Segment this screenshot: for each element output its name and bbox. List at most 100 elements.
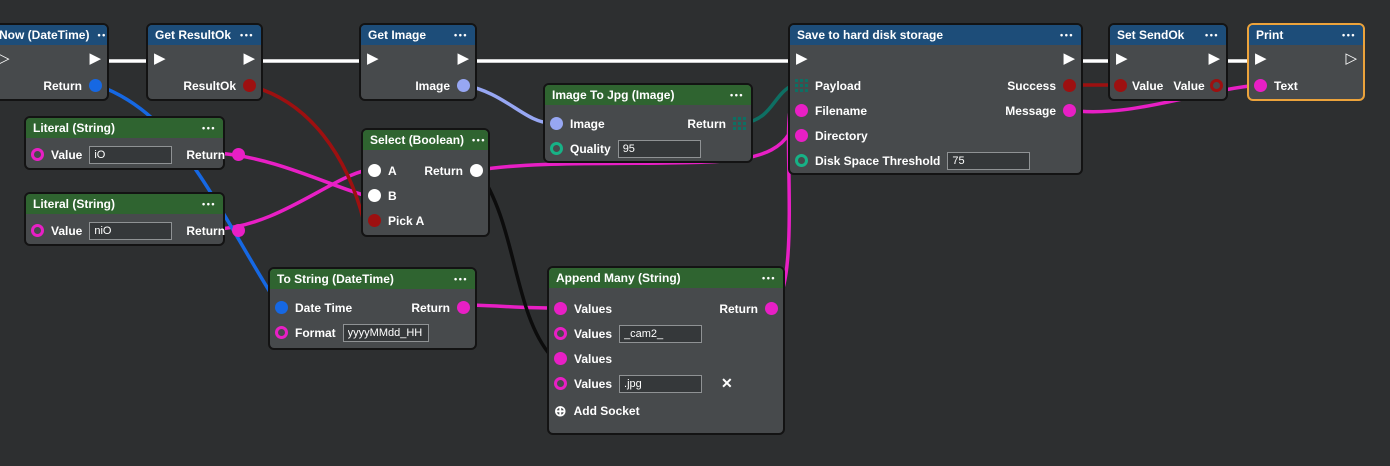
- node-menu-icon[interactable]: •••: [762, 273, 776, 283]
- input-label: Image: [570, 116, 605, 131]
- exec-out-pin[interactable]: ▶: [1208, 50, 1220, 67]
- add-socket-label[interactable]: Add Socket: [573, 404, 640, 418]
- node-menu-icon[interactable]: •••: [202, 199, 216, 209]
- node-literal-string-2[interactable]: Literal (String) ••• Value Return: [24, 192, 246, 246]
- output-socket-return-string[interactable]: [765, 302, 778, 315]
- output-label: Return: [43, 78, 82, 93]
- output-label: Value: [1173, 78, 1205, 93]
- wire-string-save-message-print-text[interactable]: [1066, 83, 1261, 114]
- input-socket-datetime[interactable]: [275, 301, 288, 314]
- node-menu-icon[interactable]: •••: [1060, 30, 1074, 40]
- node-get-image[interactable]: Get Image ••• ▶ ▶ Image: [359, 23, 477, 101]
- node-menu-icon[interactable]: •••: [454, 30, 468, 40]
- add-socket-icon[interactable]: ⊕: [554, 403, 567, 420]
- output-label: Return: [687, 116, 726, 131]
- exec-in-pin[interactable]: ▶: [154, 50, 166, 67]
- input-label: Filename: [815, 103, 868, 118]
- literal-value-field[interactable]: [89, 145, 173, 164]
- input-socket-quality-number[interactable]: [550, 142, 563, 155]
- node-menu-icon[interactable]: •••: [730, 90, 744, 100]
- wire-string-tostring-appendmany-values1[interactable]: [467, 303, 554, 310]
- values-4-field[interactable]: [619, 374, 703, 393]
- exec-in-pin[interactable]: ▶: [1255, 50, 1267, 67]
- exec-out-pin[interactable]: ▶: [89, 50, 101, 67]
- input-socket-value-boolean[interactable]: [1114, 79, 1127, 92]
- output-socket-image[interactable]: [457, 79, 470, 92]
- exec-in-pin[interactable]: ▶: [1116, 50, 1128, 67]
- literal-value-field[interactable]: [89, 221, 173, 240]
- input-socket-values-4-string[interactable]: [554, 377, 567, 390]
- wire-boolean-getresultok-select-picka[interactable]: [245, 83, 366, 224]
- input-label: Text: [1274, 78, 1298, 93]
- input-socket-pick-a-boolean[interactable]: [368, 214, 381, 227]
- exec-out-pin[interactable]: ▶: [1063, 50, 1075, 67]
- delete-socket-icon[interactable]: ✕: [721, 375, 733, 391]
- input-socket-text-string[interactable]: [1254, 79, 1267, 92]
- input-socket-values-3-string[interactable]: [554, 352, 567, 365]
- input-socket-payload-bytes-grid-icon[interactable]: [795, 79, 808, 92]
- exec-in-pin[interactable]: ▶: [796, 50, 808, 67]
- output-socket-return-string[interactable]: [457, 301, 470, 314]
- input-socket-b[interactable]: [368, 189, 381, 202]
- output-socket-resultok-boolean[interactable]: [243, 79, 256, 92]
- wire-black-select-appendmany-values3[interactable]: [476, 168, 553, 358]
- output-socket-return-datetime[interactable]: [89, 79, 102, 92]
- input-label: Values: [574, 301, 613, 316]
- node-image-to-jpg[interactable]: Image To Jpg (Image) ••• Image Return Qu…: [543, 83, 753, 163]
- node-menu-icon[interactable]: •••: [240, 30, 254, 40]
- node-save-to-hard-disk-storage[interactable]: Save to hard disk storage ••• ▶ ▶ Payloa…: [788, 23, 1083, 175]
- node-select-boolean[interactable]: Select (Boolean) ••• A Return B Pick A: [361, 128, 490, 237]
- node-append-many-string[interactable]: Append Many (String) ••• Values Return V…: [547, 266, 785, 435]
- node-menu-icon[interactable]: •••: [454, 274, 468, 284]
- node-menu-icon[interactable]: •••: [1342, 30, 1356, 40]
- output-socket-return-bytes-grid-icon[interactable]: [733, 117, 746, 130]
- format-field[interactable]: [342, 323, 429, 342]
- exec-out-pin[interactable]: ▶: [243, 50, 255, 67]
- input-socket-values-2-string[interactable]: [554, 327, 567, 340]
- quality-field[interactable]: [617, 139, 701, 158]
- input-label: Format: [295, 325, 336, 340]
- node-menu-icon[interactable]: •••: [202, 123, 216, 133]
- input-label: A: [388, 163, 397, 178]
- input-socket-value-string[interactable]: [31, 148, 44, 161]
- output-socket-success-boolean[interactable]: [1063, 79, 1076, 92]
- input-socket-disk-space-threshold-number[interactable]: [795, 154, 808, 167]
- output-socket-return-string[interactable]: [232, 148, 246, 161]
- input-label: Value: [51, 147, 83, 162]
- input-socket-filename-string[interactable]: [795, 104, 808, 117]
- node-get-resultok[interactable]: Get ResultOk ••• ▶ ▶ ResultOk: [146, 23, 263, 101]
- wire-string-select-save-directory[interactable]: [476, 132, 791, 172]
- node-menu-icon[interactable]: •••: [472, 135, 486, 145]
- node-title: Select (Boolean): [370, 133, 465, 147]
- input-socket-a[interactable]: [368, 164, 381, 177]
- output-socket-return[interactable]: [470, 164, 483, 177]
- node-literal-string-1[interactable]: Literal (String) ••• Value Return: [24, 116, 246, 170]
- disk-space-threshold-field[interactable]: [947, 151, 1031, 170]
- node-menu-icon[interactable]: •••: [97, 30, 107, 40]
- output-socket-value-boolean[interactable]: [1209, 79, 1223, 92]
- node-print[interactable]: Print ••• ▶ ▷ Text: [1247, 23, 1365, 101]
- output-socket-message-string[interactable]: [1063, 104, 1076, 117]
- output-socket-return-string[interactable]: [232, 224, 246, 237]
- node-title: Image To Jpg (Image): [552, 88, 675, 102]
- input-socket-directory-string[interactable]: [795, 129, 808, 142]
- input-socket-image[interactable]: [550, 117, 563, 130]
- node-menu-icon[interactable]: •••: [1205, 30, 1219, 40]
- wire-string-literal2-select-a[interactable]: [215, 168, 369, 231]
- node-now-datetime[interactable]: Now (DateTime) ••• ▷ ▶ Return: [0, 23, 109, 101]
- exec-out-pin[interactable]: ▷: [1345, 50, 1357, 67]
- node-to-string-datetime[interactable]: To String (DateTime) ••• Date Time Retur…: [268, 267, 477, 350]
- node-title: Literal (String): [33, 197, 116, 211]
- input-socket-values-1-string[interactable]: [554, 302, 567, 315]
- node-set-sendok[interactable]: Set SendOk ••• ▶ ▶ Value Value: [1108, 23, 1228, 101]
- input-socket-format-string[interactable]: [275, 326, 288, 339]
- output-label: Return: [424, 163, 463, 178]
- input-label: Values: [574, 376, 613, 391]
- exec-in-pin[interactable]: ▶: [367, 50, 379, 67]
- exec-in-pin[interactable]: ▷: [0, 50, 10, 67]
- input-socket-value-string[interactable]: [31, 224, 44, 237]
- exec-out-pin[interactable]: ▶: [457, 50, 469, 67]
- values-2-field[interactable]: [619, 324, 703, 343]
- input-label: Disk Space Threshold: [815, 153, 941, 168]
